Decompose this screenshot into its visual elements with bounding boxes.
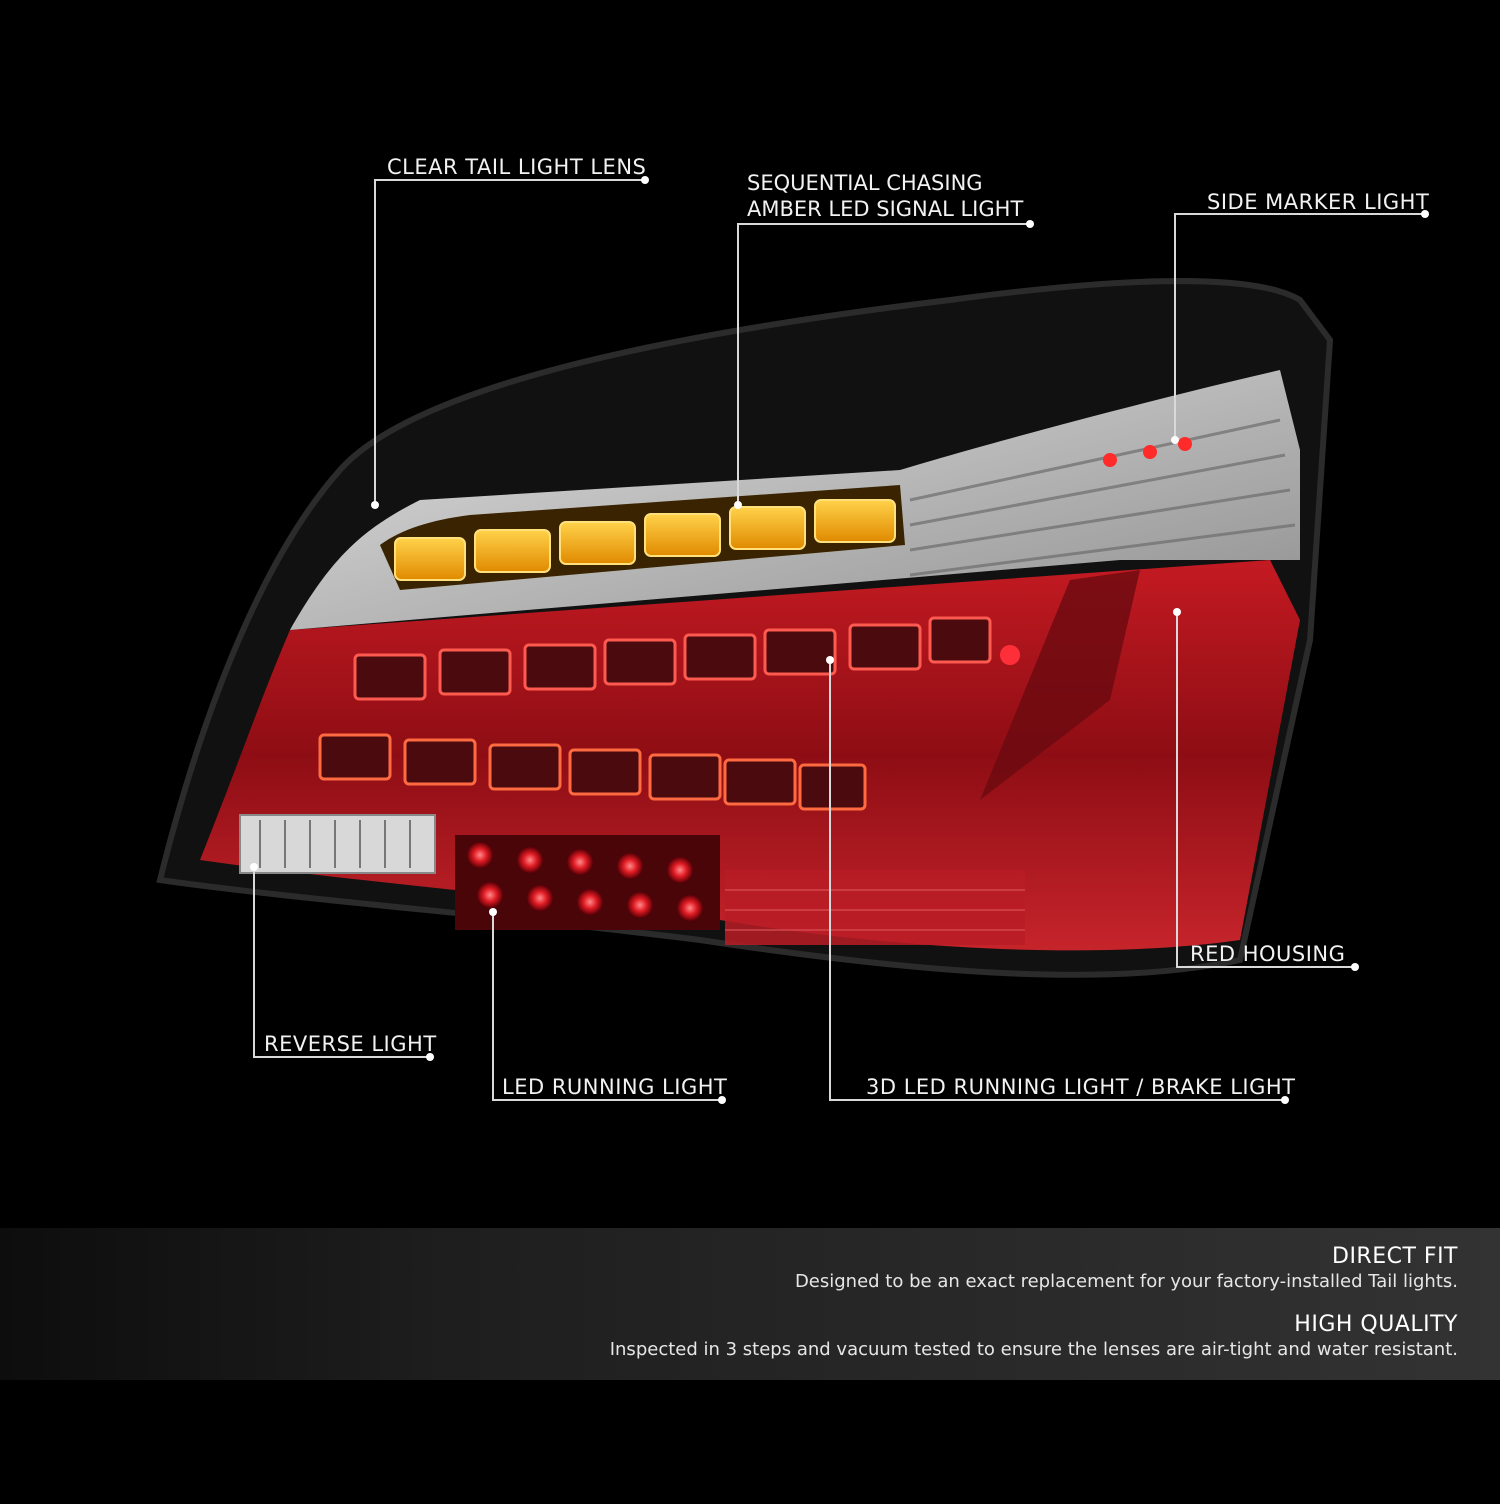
callout-reverse: REVERSE LIGHT: [264, 1032, 437, 1056]
feature-title-high-quality: HIGH QUALITY: [1294, 1312, 1458, 1337]
reverse-light: [239, 814, 436, 874]
led-running-dots: [467, 842, 703, 921]
feature-title-direct-fit: DIRECT FIT: [1332, 1244, 1458, 1269]
feature-band: DIRECT FIT Designed to be an exact repla…: [0, 1228, 1500, 1380]
callout-led-running: LED RUNNING LIGHT: [502, 1075, 728, 1099]
callout-sequential-line2: AMBER LED SIGNAL LIGHT: [747, 197, 1024, 221]
feature-desc-direct-fit: Designed to be an exact replacement for …: [794, 1271, 1458, 1292]
callout-clear-lens: CLEAR TAIL LIGHT LENS: [387, 155, 647, 179]
callout-sequential-line1: SEQUENTIAL CHASING: [747, 171, 983, 195]
feature-desc-high-quality: Inspected in 3 steps and vacuum tested t…: [609, 1339, 1458, 1360]
callout-lines: [253, 179, 1425, 1101]
inner-reflector: [980, 570, 1140, 800]
clear-lens-ribs: [909, 418, 1296, 577]
callout-dots: [250, 176, 1429, 1104]
inner-red-dot: [1000, 645, 1020, 665]
side-marker-leds: [1103, 437, 1192, 467]
brake-led-row-lower: [318, 733, 867, 811]
lower-reflector: [725, 870, 1025, 945]
callout-brake: 3D LED RUNNING LIGHT / BRAKE LIGHT: [866, 1075, 1296, 1099]
brake-led-row-upper: [353, 616, 992, 701]
amber-led-cells: [394, 499, 896, 581]
callout-red-housing: RED HOUSING: [1190, 942, 1346, 966]
callout-side-marker: SIDE MARKER LIGHT: [1207, 190, 1430, 214]
callout-sequential: SEQUENTIAL CHASING AMBER LED SIGNAL LIGH…: [747, 170, 1023, 222]
